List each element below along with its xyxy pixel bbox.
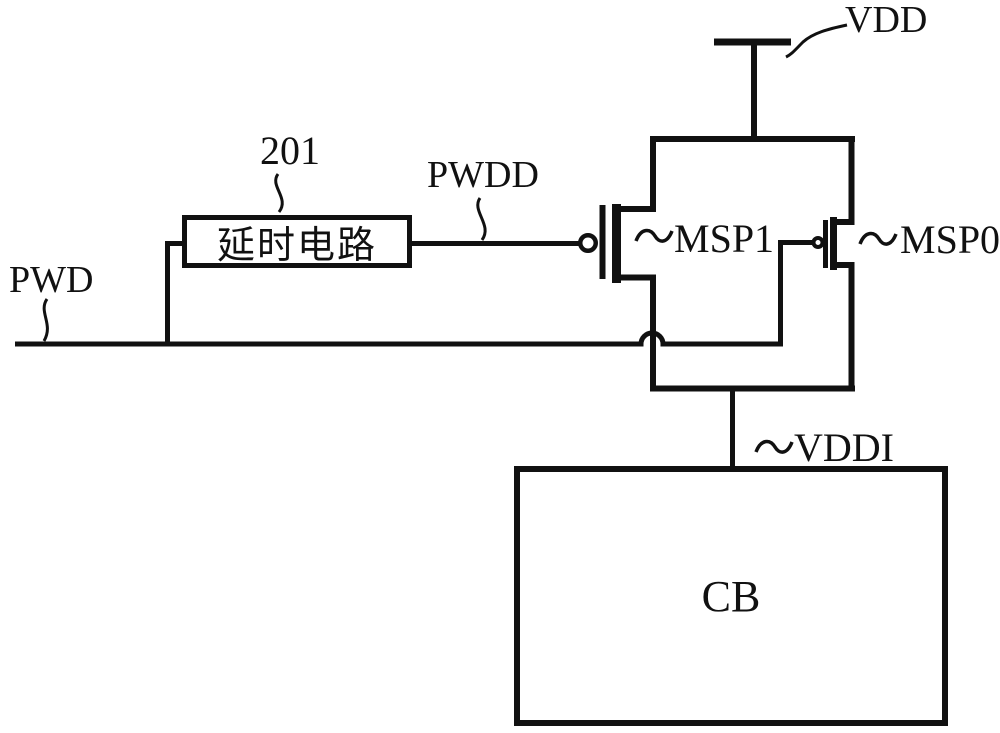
vddi-tilde-icon: [754, 439, 794, 454]
msp1-source-wire: [614, 141, 656, 212]
msp1-gate-bubble-icon: [578, 233, 598, 253]
vddi-label: VDDI: [794, 425, 894, 470]
ref-201-label: 201: [260, 128, 320, 173]
delay-input-wire: [165, 241, 183, 347]
vdd-leader-line: [785, 23, 848, 59]
msp0-source-wire: [831, 141, 855, 225]
cb-block: CB: [514, 466, 948, 726]
delay-circuit-block: 延时电路: [182, 215, 412, 268]
cb-box: [514, 466, 948, 726]
msp0-drain-wire: [831, 262, 855, 391]
delay-circuit-box: [182, 215, 412, 268]
msp1-transistor: [578, 141, 656, 391]
msp1-label: MSP1: [674, 216, 775, 261]
cb-label: CB: [701, 571, 761, 621]
msp0-transistor: [811, 141, 855, 391]
ref-201-leader-line: [274, 173, 284, 213]
delay-circuit-label: 延时电路: [216, 225, 377, 267]
pwd-label: PWD: [9, 259, 94, 301]
msp0-gate-bubble-icon: [811, 236, 825, 249]
pwd-leader-line: [42, 298, 49, 342]
msp1-drain-wire: [614, 274, 656, 391]
msp1-tilde-icon: [634, 228, 674, 243]
vdd-label: VDD: [845, 0, 928, 41]
pwdd-leader-line: [476, 197, 487, 241]
msp0-tilde-icon: [858, 231, 898, 246]
msp0-label: MSP0: [900, 217, 1000, 262]
pwdd-label: PWDD: [427, 154, 539, 196]
